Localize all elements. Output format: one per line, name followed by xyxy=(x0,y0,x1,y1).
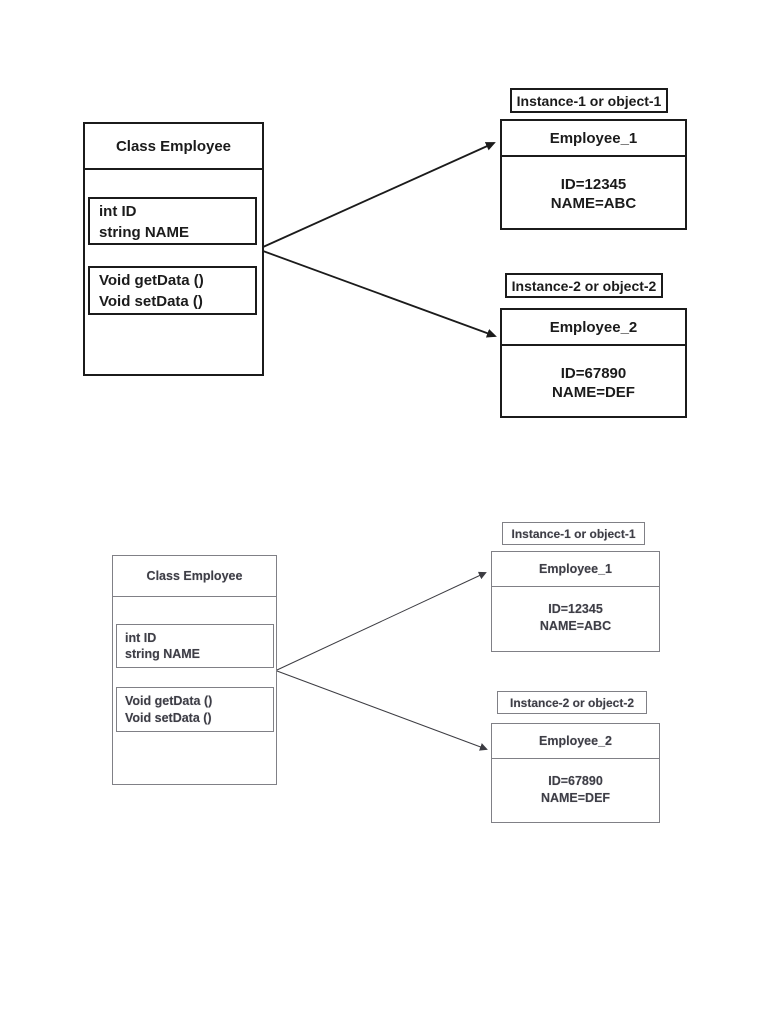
employee2-field: ID=67890 xyxy=(548,774,603,788)
method-line: Void getData () xyxy=(125,694,213,708)
method-line: Void setData () xyxy=(125,711,212,725)
attribute-line: string NAME xyxy=(125,647,200,661)
attribute-line: int ID xyxy=(99,203,137,220)
employee1-title: Employee_1 xyxy=(502,121,685,157)
arrow-class-to-instance2-small xyxy=(276,670,488,751)
attribute-line: int ID xyxy=(125,631,157,645)
employee1-box-small: Employee_1 ID=12345 NAME=ABC xyxy=(491,551,660,652)
instance1-label-small: Instance-1 or object-1 xyxy=(502,522,645,545)
employee1-field: NAME=ABC xyxy=(539,619,612,633)
employee1-field: NAME=ABC xyxy=(550,195,637,212)
employee2-fields-small: ID=67890 NAME=DEF xyxy=(492,760,659,807)
arrow-class-to-instance1-small xyxy=(276,571,487,671)
employee2-fields: ID=67890 NAME=DEF xyxy=(502,348,685,402)
employee2-field: NAME=DEF xyxy=(552,384,635,401)
arrow-class-to-instance2 xyxy=(262,250,497,338)
employee2-title: Employee_2 xyxy=(502,310,685,346)
employee2-box-small: Employee_2 ID=67890 NAME=DEF xyxy=(491,723,660,823)
methods-box-small: Void getData () Void setData () xyxy=(116,687,274,732)
class-title-small: Class Employee xyxy=(113,556,276,597)
employee1-field: ID=12345 xyxy=(548,602,603,616)
employee1-fields: ID=12345 NAME=ABC xyxy=(502,159,685,213)
arrow-class-to-instance1 xyxy=(262,142,496,248)
method-line: Void getData () xyxy=(99,272,204,289)
instance1-label: Instance-1 or object-1 xyxy=(510,88,668,113)
methods-box: Void getData () Void setData () xyxy=(88,266,257,315)
attributes-box-small: int ID string NAME xyxy=(116,624,274,668)
attribute-line: string NAME xyxy=(99,224,189,241)
instance2-label-small: Instance-2 or object-2 xyxy=(497,691,647,714)
employee1-field: ID=12345 xyxy=(560,176,627,193)
instance2-label: Instance-2 or object-2 xyxy=(505,273,663,298)
class-box: Class Employee int ID string NAME Void g… xyxy=(83,122,264,376)
attributes-box: int ID string NAME xyxy=(88,197,257,245)
employee2-field: NAME=DEF xyxy=(540,791,611,805)
class-title: Class Employee xyxy=(85,124,262,170)
method-line: Void setData () xyxy=(99,293,203,310)
employee2-field: ID=67890 xyxy=(560,365,627,382)
employee1-fields-small: ID=12345 NAME=ABC xyxy=(492,588,659,635)
employee2-title-small: Employee_2 xyxy=(492,724,659,759)
class-box-small: Class Employee int ID string NAME Void g… xyxy=(112,555,277,785)
employee1-box: Employee_1 ID=12345 NAME=ABC xyxy=(500,119,687,230)
employee2-box: Employee_2 ID=67890 NAME=DEF xyxy=(500,308,687,418)
employee1-title-small: Employee_1 xyxy=(492,552,659,587)
